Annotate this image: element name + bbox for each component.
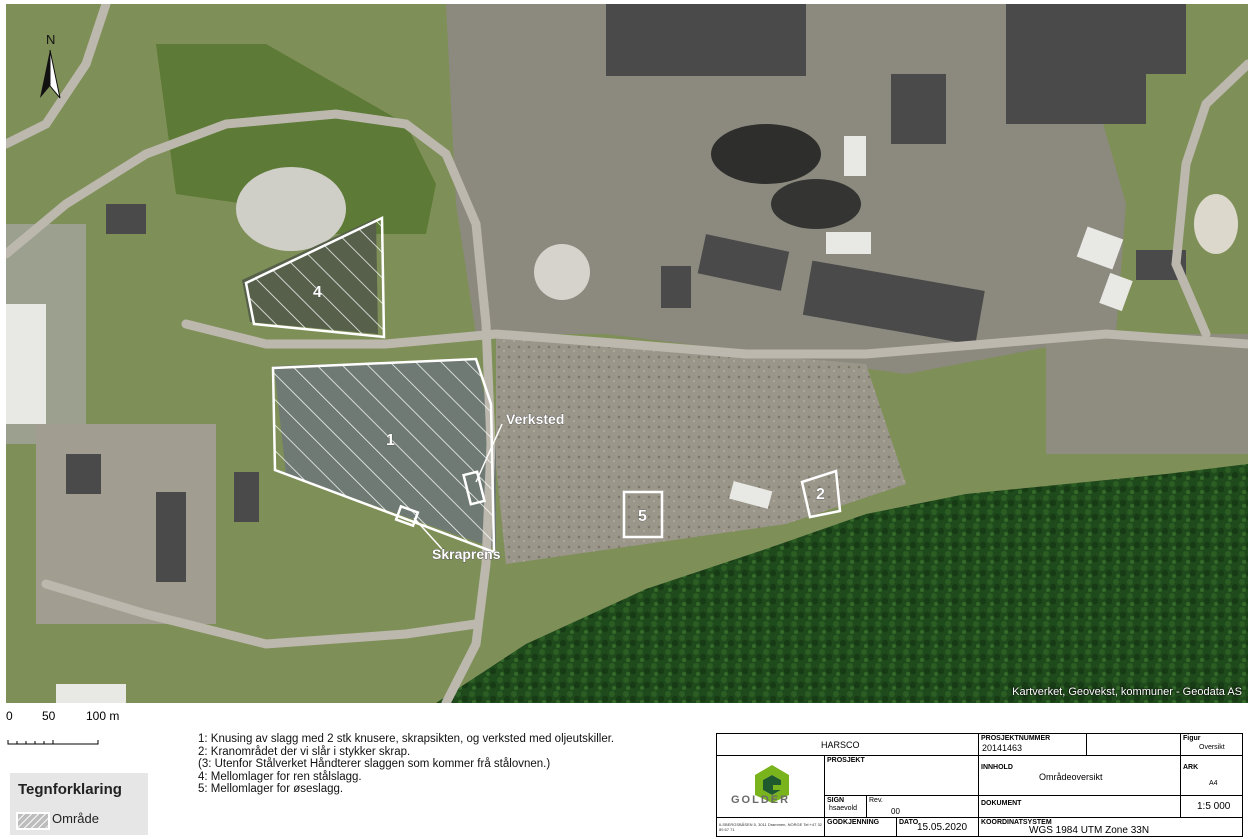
koord-label: KOORDINATSYSTEM [981,819,1052,826]
scale-label-100: 100 m [86,709,120,723]
north-arrow: N [40,32,61,99]
notes: 1: Knusing av slagg med 2 stk knusere, s… [198,733,698,796]
client-cell: HARSCO [717,734,979,756]
legend-title: Tegnforklaring [18,781,122,798]
koord-value: WGS 1984 UTM Zone 33N [1029,825,1150,836]
godkjenning-cell: GODKJENNING [825,818,897,836]
blank-cell [1087,734,1181,756]
gas-tank [534,244,590,300]
scalebar [7,740,99,745]
note-1: 1: Knusing av slagg med 2 stk knusere, s… [198,733,615,745]
white-roofs [6,136,1133,703]
rev-label: Rev. [869,797,883,804]
area-4-label: 4 [313,284,322,301]
project-number-label: PROSJEKTNUMMER [981,735,1051,742]
north-arrow-left-icon [40,50,50,98]
address-cell: ILSBERGSBÅSEN 5, 3011 Drammen, NORGE Tel… [717,818,825,836]
golder-logo-icon [755,765,789,803]
rev-cell: Rev. 00 [867,796,979,818]
skraprens-label: Skraprens [432,546,501,562]
scale-label-50: 50 [42,709,56,723]
note-4: 4: Mellomlager for ren stålslagg. [198,770,362,783]
sign-value: hsaevold [829,805,858,812]
prosjekt-label: PROSJEKT [827,757,865,764]
sign-label: SIGN [827,797,845,804]
innhold-label: INNHOLD [981,764,1013,771]
verksted-label: Verksted [506,411,564,427]
sign-cell: SIGN hsaevold [825,796,867,818]
koord-cell: KOORDINATSYSTEM WGS 1984 UTM Zone 33N [979,818,1243,836]
map-attribution: Kartverket, Geovekst, kommuner - Geodata… [1012,686,1242,698]
skraprens-leader [413,517,443,550]
north-label: N [46,32,55,47]
innhold-cell: INNHOLD Områdeoversikt [979,756,1181,796]
aerial-map[interactable]: 4 1 5 2 Verksted Skraprens N [6,4,1248,703]
scale-value: 1:5 000 [1197,801,1231,812]
legend-item-area: Område [52,811,99,826]
area-1[interactable] [271,357,496,554]
residential-lower-left [36,424,216,624]
scale-cell: 1:5 000 [1181,796,1243,818]
figur-cell: Figur Oversikt [1181,734,1243,756]
scale-label-0: 0 [6,709,13,723]
ark-cell: ARK A4 [1181,756,1243,796]
area-4[interactable] [244,216,386,339]
note-2: 2: Kranområdet der vi slår i stykker skr… [198,745,411,758]
slag-yard [496,334,906,564]
area-5[interactable] [622,490,664,539]
innhold-value: Områdeoversikt [1039,772,1103,782]
verksted-leader [475,423,503,483]
dato-value: 15.05.2020 [917,822,968,833]
buildings [66,4,1186,582]
industrial-right [1046,334,1248,454]
legend: Tegnforklaring Område [10,773,148,835]
area-5-label: 5 [638,508,647,525]
logo-cell: GOLDER [717,756,825,818]
note-5: 5: Mellomlager for øseslagg. [198,783,344,795]
coal-pile [711,124,821,184]
company-name: GOLDER [731,794,791,806]
dato-cell: DATO 15.05.2020 [897,818,979,836]
hill-area [156,44,436,234]
forest-area [436,464,1248,703]
project-number: 20141463 [982,743,1023,753]
ark-label: ARK [1183,764,1199,771]
note-3: (3: Utenfor Stålverket Håndterer slaggen… [198,758,551,770]
figur-value: Oversikt [1199,744,1225,751]
prosjekt-cell: PROSJEKT [825,756,979,796]
figur-label: Figur [1183,735,1201,742]
legend-area-swatch [16,812,50,830]
coal-pile-2 [771,179,861,229]
quarry [236,167,346,251]
roads [6,4,1248,703]
rev-value: 00 [891,807,900,816]
north-arrow-right-icon [49,49,61,99]
dokument-cell: DOKUMENT [979,796,1181,818]
company-address: ILSBERGSBÅSEN 5, 3011 Drammen, NORGE Tel… [719,822,822,832]
sand-pile [1194,194,1238,254]
area-2-label: 2 [816,486,825,503]
ark-value: A4 [1209,780,1218,787]
area-2[interactable] [800,469,842,519]
verksted-box[interactable] [462,470,486,506]
dato-label: DATO [899,819,919,826]
area-1-label: 1 [386,432,395,449]
client-name: HARSCO [821,740,860,750]
godkjenning-label: GODKJENNING [827,819,880,826]
title-block: HARSCO PROSJEKTNUMMER 20141463 Figur Ove… [716,733,1243,837]
project-number-cell: PROSJEKTNUMMER 20141463 [979,734,1087,756]
dokument-label: DOKUMENT [981,800,1022,807]
